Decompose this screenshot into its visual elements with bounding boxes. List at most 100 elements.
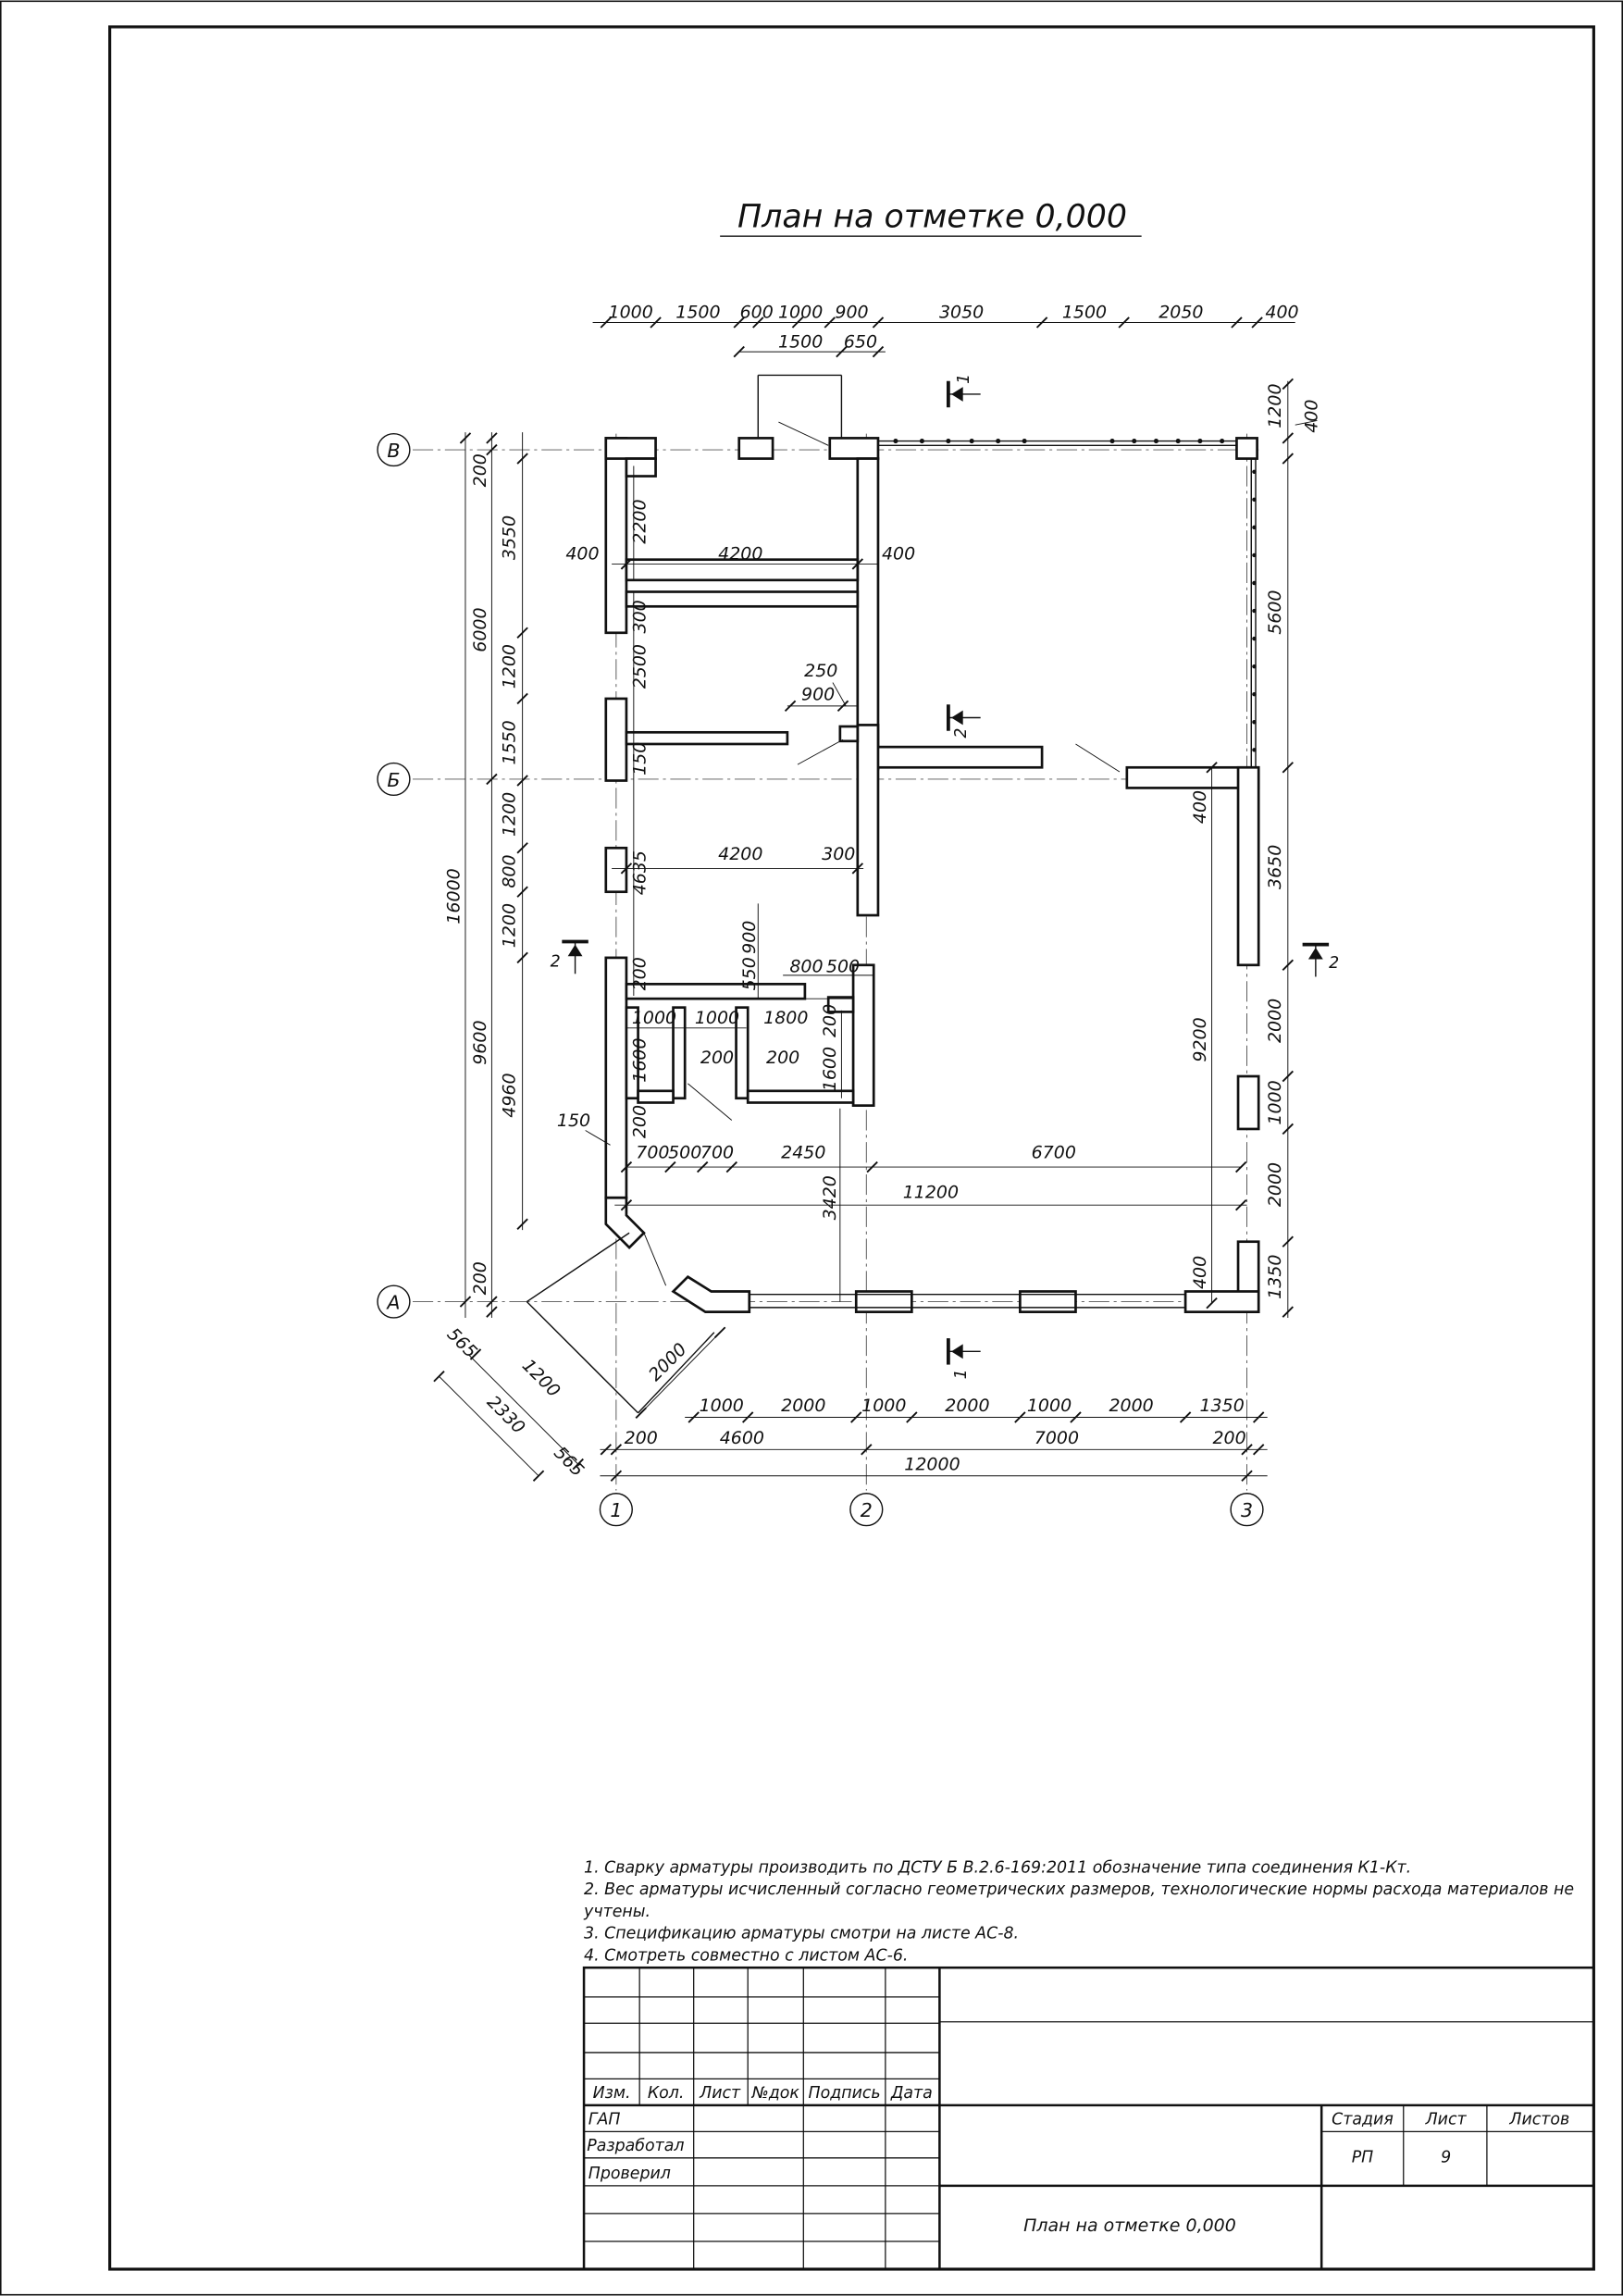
- dimension-tick-50: [1252, 1444, 1265, 1456]
- wall-west-pier: [604, 846, 628, 894]
- wall-south-pier3: [1019, 1290, 1077, 1313]
- dimension-tick-18: [486, 773, 498, 786]
- glazing-marker-east-2: [1252, 525, 1257, 530]
- dim-left-axis-1: 9600: [470, 1020, 490, 1064]
- tb-header-doc: №док: [751, 2084, 800, 2103]
- door-swing-north: [778, 421, 829, 446]
- dim-top1-1: 1500: [675, 303, 720, 323]
- section-2-right-head: [1307, 947, 1323, 960]
- dimension-tick-51: [610, 1470, 623, 1482]
- wall-south-sw: [671, 1274, 751, 1313]
- dimension-tick-2: [733, 316, 745, 329]
- dim-left-edge-1: 200: [470, 1261, 490, 1295]
- dimension-tick-52: [1241, 1470, 1253, 1482]
- dim-top1-8: 400: [1265, 303, 1298, 323]
- dimension-tick-58: [664, 1160, 676, 1173]
- dimension-tick-36: [1282, 1235, 1295, 1247]
- dimension-tick-34: [1282, 1070, 1295, 1083]
- dim-top2-0: 1500: [778, 331, 823, 352]
- glazing-marker-east-1: [1252, 497, 1257, 503]
- dimension-tick-56: [851, 863, 864, 875]
- dimension-tick-1: [650, 316, 662, 329]
- tb-sheet-label: Лист: [1425, 2110, 1468, 2128]
- dim-int-1600-b: 1600: [820, 1047, 840, 1091]
- partition-1: [625, 558, 860, 582]
- dim-bottom2-2: 7000: [1035, 1428, 1079, 1448]
- dimension-tick-48: [861, 1444, 873, 1456]
- dimension-tick-40: [850, 1411, 862, 1423]
- axis-bubble-2: [849, 1493, 884, 1527]
- dimension-tick-72: [572, 1458, 584, 1471]
- dim-int-1000-b: 1000: [695, 1008, 739, 1028]
- dimension-tick-23: [516, 692, 528, 705]
- wall-north-pier: [737, 437, 774, 460]
- tb-role-gap: ГАП: [588, 2110, 621, 2128]
- axis-label-1: 1: [610, 1499, 622, 1521]
- dim-chain-700b: 700: [700, 1143, 734, 1163]
- dim-diag-565-b: 565: [550, 1443, 588, 1481]
- general-notes: 1. Сварку арматуры производить по ДСТУ Б…: [583, 1858, 1574, 1965]
- dim-right-2: 2000: [1265, 999, 1285, 1043]
- note-4: 4. Смотреть совместно с листом АС-6.: [584, 1946, 908, 1965]
- dimension-tick-46: [600, 1444, 612, 1456]
- glazing-marker-north-8: [1153, 439, 1158, 444]
- wall-west-corner: [604, 1196, 646, 1249]
- section-2-left-label: 2: [551, 952, 561, 971]
- dim-left-chain-4: 800: [500, 854, 520, 887]
- partition-2: [625, 590, 860, 608]
- dim-bottom1-5: 2000: [1109, 1396, 1153, 1416]
- dim-int-150-a: 150: [629, 742, 650, 776]
- dim-int-550: 550: [739, 957, 760, 990]
- glazing-marker-east-8: [1252, 691, 1257, 697]
- wall-wc-east: [851, 963, 875, 1107]
- dimension-tick-41: [906, 1411, 918, 1423]
- section-markers: 1 1 2 2 2: [551, 374, 1339, 1380]
- dim-bottom1-1: 2000: [781, 1396, 825, 1416]
- dim-top1-0: 1000: [609, 303, 653, 323]
- dim-bottom2-1: 4600: [720, 1428, 764, 1448]
- wall-south-se: [1183, 1290, 1260, 1313]
- dim-int-800: 800: [789, 957, 823, 977]
- dim-left-chain-3: 1200: [500, 792, 520, 837]
- dimension-tick-8: [1118, 316, 1130, 329]
- axis-label-2: 2: [861, 1499, 873, 1521]
- dimension-tick-24: [516, 775, 528, 787]
- tb-sheets-label: Листов: [1508, 2110, 1569, 2128]
- note-2-cont: учтены.: [583, 1903, 650, 1921]
- dim-int-900-v: 900: [739, 921, 760, 954]
- dim-line-diag-2000: [640, 1332, 721, 1414]
- dimension-tick-26: [516, 886, 528, 898]
- axis-bubble-a: [377, 1285, 411, 1319]
- dim-right-4: 2000: [1265, 1162, 1285, 1207]
- dim-left-chain-1: 1200: [500, 644, 520, 689]
- wall-north-left: [604, 437, 657, 460]
- section-2-center-label: 2: [952, 728, 971, 738]
- dim-right-3: 1000: [1265, 1080, 1285, 1124]
- dimension-tick-60: [725, 1160, 738, 1173]
- dimension-tick-74: [713, 1326, 726, 1338]
- leader-250: [832, 682, 847, 707]
- dim-right-top-1: 400: [1301, 400, 1321, 433]
- tb-role-developer: Разработал: [587, 2137, 684, 2155]
- section-2-left-head: [567, 944, 583, 957]
- note-2: 2. Вес арматуры исчисленный согласно гео…: [584, 1880, 1574, 1899]
- dimension-tick-38: [688, 1411, 700, 1423]
- wall-north-right: [828, 437, 880, 460]
- entrance-diag-3: [638, 1332, 715, 1414]
- axis-bubble-3: [1230, 1493, 1264, 1527]
- dimension-tick-49: [1241, 1444, 1253, 1456]
- title-block-text: Изм. Кол. Лист №док Подпись Дата ГАП Раз…: [587, 2084, 1569, 2236]
- wc-wall-1: [625, 1006, 639, 1100]
- tb-stage-value: РП: [1352, 2149, 1374, 2167]
- glazing-marker-east-3: [1252, 552, 1257, 558]
- dim-bottom1-0: 1000: [700, 1396, 744, 1416]
- wc-floor-2: [746, 1089, 855, 1104]
- tb-header-kol: Кол.: [648, 2084, 685, 2103]
- dimension-tick-64: [1234, 1198, 1247, 1211]
- title-block-border: [582, 1966, 1595, 2271]
- glazing-marker-north-6: [1109, 439, 1115, 444]
- dimension-tick-28: [516, 1218, 528, 1230]
- dim-int-400-east: 400: [1190, 790, 1210, 824]
- tb-role-checker: Проверил: [588, 2165, 671, 2183]
- dim-int-1000-a: 1000: [632, 1008, 676, 1028]
